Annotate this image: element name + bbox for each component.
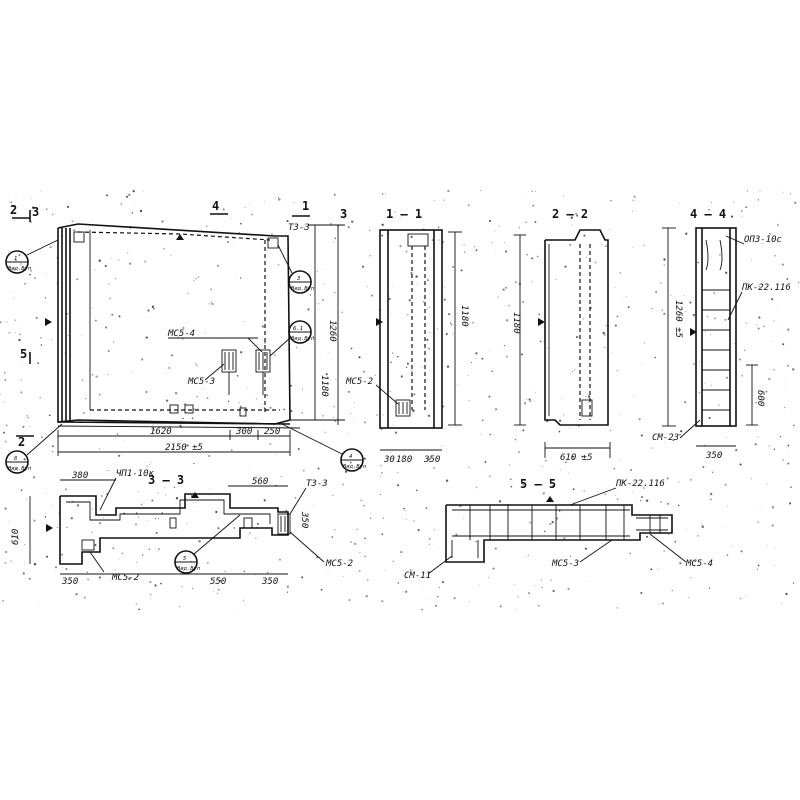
dim-550-s33: 550: [210, 577, 226, 587]
section-2-2-view: 2 — 2 1180 610 ±5: [511, 207, 611, 463]
svg-text:1: 1: [14, 256, 17, 262]
section-3-3-title: 3 — 3: [148, 473, 184, 487]
dim-1180-s11: 1180: [459, 305, 469, 327]
label-sm-23: СМ-23: [652, 433, 679, 443]
callout-4: 4 Вид.Вуп: [281, 423, 367, 472]
label-mc5-2-s33: МС5-2: [111, 573, 139, 583]
callout-1: 1 Вид.Вуп: [5, 239, 59, 274]
section-mark-4-top: 4: [212, 199, 219, 213]
label-mc5-3: МС5-3: [187, 377, 215, 387]
section-5-5-title: 5 — 5: [520, 477, 556, 491]
dim-610-s33: 610: [11, 529, 21, 545]
dim-560-s33: 560: [252, 477, 268, 487]
label-mc5-4-s55: МС5-4: [685, 559, 713, 569]
section-3-3-view: 3 — 3 610 380 ЧП1-10к 560 350 350 550 35…: [11, 469, 353, 587]
dim-610-s22: 610 ±5: [560, 453, 593, 463]
svg-text:4: 4: [349, 454, 352, 460]
section-2-2-title: 2 — 2: [552, 207, 588, 221]
dim-350-s33-left: 350: [61, 577, 78, 587]
main-elevation-view: 1180 1260 1620 300 250 2150 ±5 МС5-4 МС5…: [5, 199, 367, 474]
section-mark-3-top: 3: [32, 205, 39, 219]
dim-300: 300: [235, 427, 252, 437]
svg-text:Вид.Вуп: Вид.Вуп: [343, 464, 367, 470]
dim-1180-s22: 1180: [511, 312, 521, 334]
label-t3-3-main: Т3-3: [288, 223, 310, 233]
section-mark-5: 5: [20, 347, 27, 361]
dim-30-s11: 30: [383, 455, 395, 465]
svg-text:6.1: 6.1: [293, 326, 303, 332]
callout-6-1: 6.1 Вид.Вуп: [269, 320, 315, 357]
section-mark-2-bot: 2: [18, 435, 25, 449]
svg-text:3: 3: [296, 276, 300, 282]
callout-8: 8 Вид.Вуп: [5, 423, 63, 474]
dim-1180-main: 1180: [319, 375, 329, 397]
svg-text:Вид.Вуп: Вид.Вуп: [177, 566, 201, 572]
label-mc5-4: МС5-4: [167, 329, 195, 339]
callout-3: 3 Вид.Вуп: [277, 244, 315, 294]
dim-180-s11: 180: [396, 455, 412, 465]
svg-text:Вид.Вуп: Вид.Вуп: [291, 336, 315, 342]
label-sm-11: СМ-11: [404, 571, 431, 581]
dim-380-s33: 380: [71, 471, 88, 481]
dim-250: 250: [264, 427, 280, 437]
section-5-5-view: 5 — 5 ПК-22.116 СМ-11 МС5-3 МС5-4: [404, 477, 713, 581]
label-op3-10s: ОП3-10с: [744, 235, 782, 245]
label-mc5-3-s55: МС5-3: [551, 559, 579, 569]
svg-text:Вид.Вуп: Вид.Вуп: [291, 286, 315, 292]
section-4-4-view: 4 — 4 1260 ±5 600 350 ОП3-10с ПК-22.116 …: [652, 207, 791, 461]
svg-text:Вид.Вуп: Вид.Вуп: [8, 466, 32, 472]
dim-1260-main: 1260: [327, 320, 337, 342]
label-mc5-2-s11: МС5-2: [345, 377, 373, 387]
dim-350-s33-mid: 350: [261, 577, 278, 587]
section-4-4-title: 4 — 4: [690, 207, 726, 221]
section-1-1-title: 1 — 1: [386, 207, 422, 221]
dim-1620: 1620: [150, 427, 172, 437]
dim-350-s44: 350: [705, 451, 722, 461]
dim-350-s33-right: 350: [299, 511, 309, 528]
dim-350-s11: 350: [423, 455, 440, 465]
section-mark-1-top: 1: [302, 199, 309, 213]
dim-1260-s44: 1260 ±5: [673, 300, 683, 338]
svg-text:8: 8: [14, 456, 18, 462]
dim-2150: 2150 ±5: [165, 443, 203, 453]
section-mark-2-top: 2: [10, 203, 17, 217]
dim-600-s44: 600: [755, 390, 765, 406]
label-chp1-10k: ЧП1-10к: [116, 469, 155, 479]
svg-text:Вид.Вуп: Вид.Вуп: [8, 266, 32, 272]
label-pk-22-116-s44: ПК-22.116: [741, 283, 791, 293]
callout-5: 5 Вид.Вуп: [174, 514, 241, 574]
section-1-1-view: 1 — 1 1180 30 180 350 МС5-2: [345, 207, 469, 465]
section-mark-3-right: 3: [340, 207, 347, 221]
label-mc5-2-s33-right: МС5-2: [325, 559, 353, 569]
label-pk-22-116-s55: ПК-22.116: [615, 479, 665, 489]
label-t3-3-s33: Т3-3: [306, 479, 328, 489]
svg-text:5: 5: [183, 556, 186, 562]
